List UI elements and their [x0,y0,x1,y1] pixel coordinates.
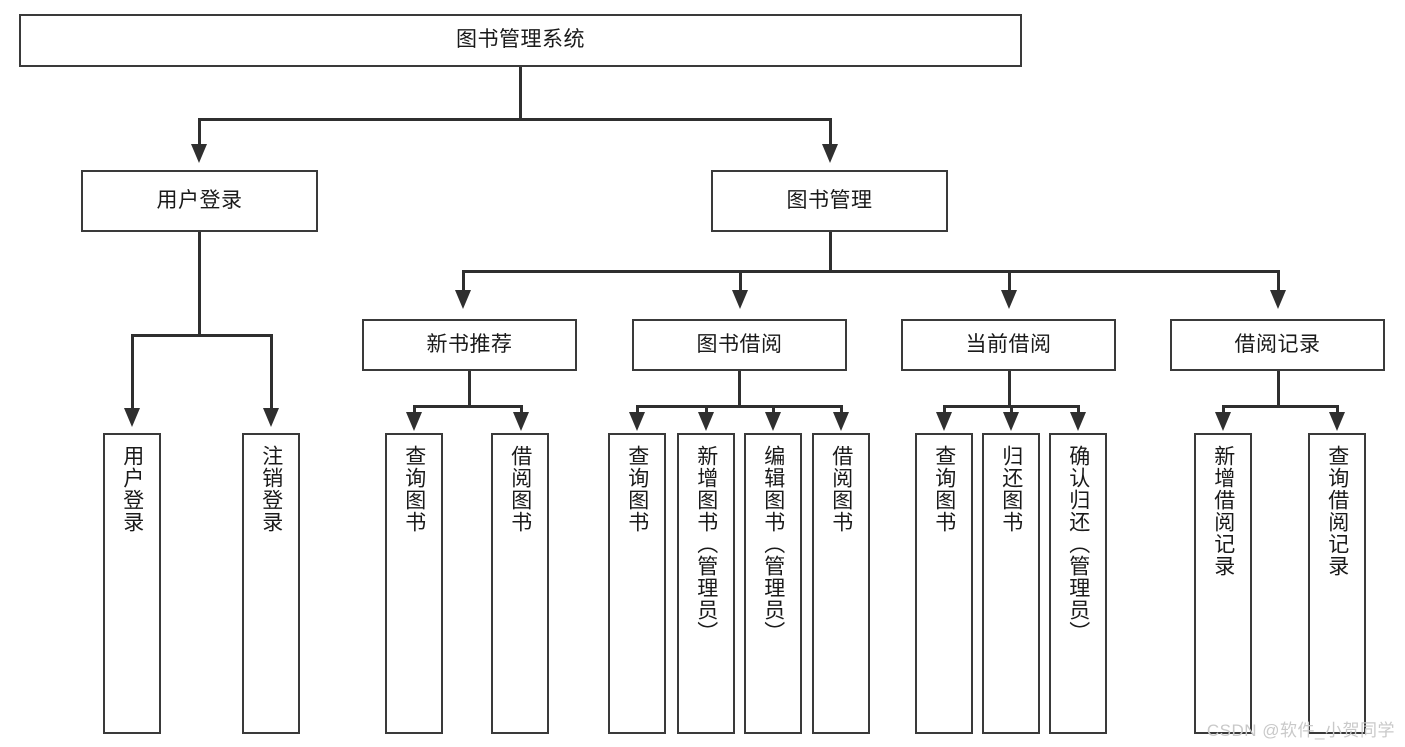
node-label: 图书管理 [786,188,873,212]
connector-borrow-record-stem [1277,371,1280,407]
node-label: 新增借阅记录 [1211,445,1235,577]
leaf-query-borrow-record[interactable]: 查询借阅记录 [1308,433,1366,734]
connector-book-borrow-bus [636,405,843,408]
connector-root-bus [198,118,832,121]
node-label: 用户登录 [120,445,144,533]
node-current-borrow[interactable]: 当前借阅 [901,319,1116,371]
node-label: 借阅图书 [508,445,532,533]
arrow-root-to-book-mgmt [822,144,838,163]
arrow-current-borrow-to-confirm [1070,412,1086,431]
connector-book-borrow-to-borrow [840,405,843,415]
connector-borrow-record-to-query [1336,405,1339,415]
connector-current-borrow-to-query [943,405,946,415]
arrow-current-borrow-to-query [936,412,952,431]
arrow-current-borrow-to-return [1003,412,1019,431]
connector-book-borrow-to-add [705,405,708,415]
node-borrow-record[interactable]: 借阅记录 [1170,319,1385,371]
connector-root-to-user-login [198,118,201,146]
connector-book-mgmt-to-current [1008,270,1011,292]
connector-new-book-stem [468,371,471,407]
arrow-user-login-to-leaf-logout [263,408,279,427]
node-label: 借阅图书 [829,445,853,533]
node-label: 图书管理系统 [456,28,585,52]
leaf-borrow-book[interactable]: 借阅图书 [812,433,870,734]
node-label: 归还图书 [999,445,1023,533]
arrow-book-mgmt-to-new-book [455,290,471,309]
node-label: 查询图书 [625,445,649,533]
connector-borrow-record-to-add [1222,405,1225,415]
arrow-new-book-to-query [406,412,422,431]
arrow-book-mgmt-to-borrow [732,290,748,309]
leaf-query-book-current[interactable]: 查询图书 [915,433,973,734]
leaf-add-borrow-record[interactable]: 新增借阅记录 [1194,433,1252,734]
node-label: 编辑图书（管理员） [761,445,785,643]
arrow-new-book-to-borrow [513,412,529,431]
arrow-book-mgmt-to-record [1270,290,1286,309]
node-label: 图书借阅 [696,332,783,356]
leaf-add-book-admin[interactable]: 新增图书（管理员） [677,433,735,734]
connector-new-book-to-borrow [520,405,523,415]
node-label: 新增图书（管理员） [694,445,718,643]
node-label: 当前借阅 [965,332,1052,356]
arrow-borrow-record-to-query [1329,412,1345,431]
node-book-management[interactable]: 图书管理 [711,170,948,232]
arrow-book-borrow-to-edit [765,412,781,431]
node-label: 查询图书 [402,445,426,533]
connector-book-mgmt-to-record [1277,270,1280,292]
node-user-login[interactable]: 用户登录 [81,170,318,232]
connector-root-stem [519,67,522,120]
node-label: 借阅记录 [1234,332,1321,356]
connector-user-login-bus [131,334,273,337]
connector-user-login-stem [198,232,201,336]
connector-book-borrow-stem [738,371,741,407]
leaf-borrow-book-new-recommend[interactable]: 借阅图书 [491,433,549,734]
node-label: 新书推荐 [426,332,513,356]
leaf-confirm-return-admin[interactable]: 确认归还（管理员） [1049,433,1107,734]
connector-book-mgmt-bus [462,270,1280,273]
leaf-query-book-borrow[interactable]: 查询图书 [608,433,666,734]
node-book-borrow[interactable]: 图书借阅 [632,319,847,371]
connector-current-borrow-stem [1008,371,1011,407]
node-label: 查询图书 [932,445,956,533]
connector-root-to-book-mgmt [829,118,832,146]
connector-new-book-to-query [413,405,416,415]
connector-book-mgmt-to-new-book [462,270,465,292]
watermark-text: CSDN @软件_小贺同学 [1206,721,1395,740]
node-root-system[interactable]: 图书管理系统 [19,14,1022,67]
node-label: 确认归还（管理员） [1066,445,1090,643]
leaf-user-login[interactable]: 用户登录 [103,433,161,734]
connector-book-borrow-to-edit [772,405,775,415]
connector-current-borrow-to-return [1010,405,1013,415]
connector-book-mgmt-to-borrow [739,270,742,292]
arrow-borrow-record-to-add [1215,412,1231,431]
connector-user-login-to-leaf-login [131,334,134,410]
leaf-logout[interactable]: 注销登录 [242,433,300,734]
node-label: 用户登录 [156,188,243,212]
arrow-root-to-user-login [191,144,207,163]
arrow-book-borrow-to-query [629,412,645,431]
connector-user-login-to-leaf-logout [270,334,273,410]
connector-new-book-bus [413,405,523,408]
arrow-user-login-to-leaf-login [124,408,140,427]
node-new-book-recommend[interactable]: 新书推荐 [362,319,577,371]
node-label: 注销登录 [259,445,283,533]
connector-current-borrow-to-confirm [1077,405,1080,415]
arrow-book-borrow-to-add [698,412,714,431]
node-label: 查询借阅记录 [1325,445,1349,577]
leaf-edit-book-admin[interactable]: 编辑图书（管理员） [744,433,802,734]
connector-book-borrow-to-query [636,405,639,415]
arrow-book-borrow-to-borrow [833,412,849,431]
leaf-query-book-new-recommend[interactable]: 查询图书 [385,433,443,734]
connector-book-mgmt-stem [829,232,832,272]
leaf-return-book[interactable]: 归还图书 [982,433,1040,734]
arrow-book-mgmt-to-current [1001,290,1017,309]
connector-borrow-record-bus [1222,405,1339,408]
